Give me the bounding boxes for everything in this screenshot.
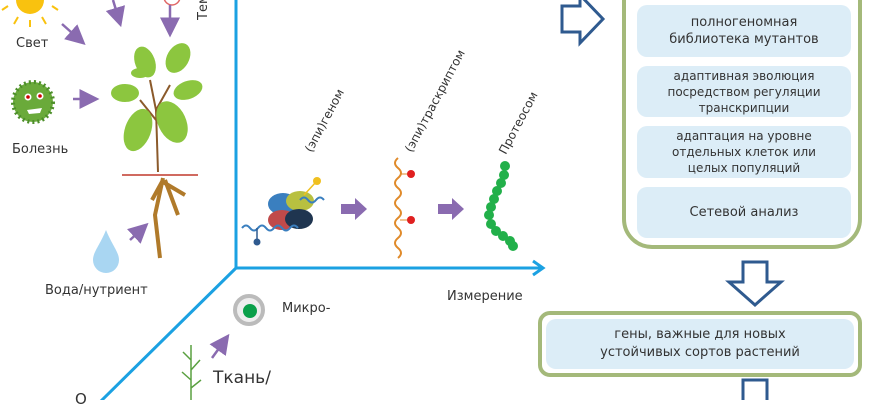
pipeline-step-mutant-library: полногеномная библиотека мутантов: [637, 5, 851, 57]
result-text: гены, важные для новых устойчивых сортов…: [600, 327, 800, 360]
result-box: гены, важные для новых устойчивых сортов…: [546, 319, 854, 369]
arrow-down-outline: [725, 260, 785, 308]
arrow-transcript-to-protein: [438, 198, 464, 220]
pipeline-step-adaptation-level: адаптация на уровне отдельных клеток или…: [637, 126, 851, 178]
label-temperature: Тем: [196, 0, 211, 20]
grass-plant-icon: [181, 345, 202, 400]
transcript-icon: [394, 157, 415, 259]
pipeline-step-adaptive-evolution: адаптивная эволюция посредством регуляци…: [637, 66, 851, 117]
sun-icon: [1, 0, 59, 27]
thermometer-icon: [163, 0, 181, 6]
water-drop-icon: [93, 230, 119, 273]
arrow-genome-to-transcript: [341, 198, 367, 220]
scale-partial: О: [75, 390, 87, 408]
x-axis-label: Измерение: [447, 289, 523, 304]
pipeline-step-text: адаптация на уровне отдельных клеток или…: [672, 129, 816, 175]
virus-icon: [11, 80, 55, 124]
plant-icon: [111, 43, 203, 259]
arrow-down-outline-2: [741, 378, 769, 400]
result-frame: [538, 311, 862, 377]
pipeline-frame: [622, 0, 862, 249]
pipeline-step-text: адаптивная эволюция посредством регуляци…: [667, 68, 821, 115]
axes: [99, 0, 546, 400]
influence-arrows: [61, 0, 230, 359]
scale-tissue: Ткань/: [213, 368, 271, 388]
cell-icon: [233, 294, 265, 326]
pipeline-step-network-analysis: Сетевой анализ: [637, 187, 851, 238]
arrow-right-outline: [560, 0, 606, 47]
protein-icon: [484, 161, 518, 251]
label-light: Свет: [16, 36, 49, 51]
label-water: Вода/нутриент: [45, 283, 148, 298]
scale-micro: Микро-: [282, 301, 331, 316]
label-disease: Болезнь: [12, 142, 69, 157]
pipeline-step-text: Сетевой анализ: [689, 204, 799, 220]
chromatin-icon: [241, 177, 325, 246]
pipeline-step-text: полногеномная библиотека мутантов: [669, 15, 819, 47]
